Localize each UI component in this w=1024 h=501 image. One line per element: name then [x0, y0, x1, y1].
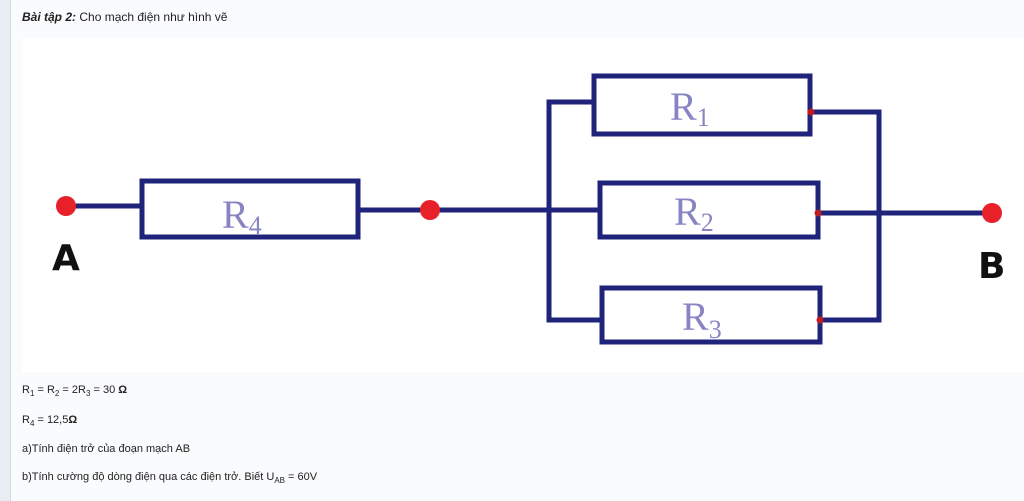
resistor-r1 — [591, 73, 813, 137]
r2-label: R2 — [674, 189, 714, 237]
circuit-diagram: A B R4 R1 R2 R3 — [52, 73, 1005, 345]
r4-label: R4 — [222, 192, 262, 240]
exercise-header: Bài tập 2: Cho mạch điện như hình vẽ — [22, 10, 227, 24]
question-b: b)Tính cường độ dòng điện qua các điện t… — [22, 471, 318, 486]
equation-r1-r2-r3: R1 = R2 = 2R3 = 30 Ω — [22, 384, 128, 399]
r1-label: R1 — [670, 84, 710, 132]
resistor-r4 — [139, 178, 361, 240]
circuit-figure: A B R4 R1 R2 R3 — [22, 38, 1024, 372]
node-b-label: B — [978, 246, 1005, 287]
equation-r4: R4 = 12,5Ω — [22, 414, 78, 429]
node-a-dot — [56, 196, 76, 216]
junction-dot-r2 — [814, 209, 822, 217]
node-a-label: A — [52, 238, 80, 279]
exercise-text: Cho mạch điện như hình vẽ — [76, 10, 228, 24]
junction-dot-r3 — [816, 316, 824, 324]
question-a: a)Tính điện trở của đoạn mạch AB — [22, 443, 191, 455]
node-middle-dot — [420, 200, 440, 220]
junction-dot-r1 — [807, 108, 815, 116]
r3-label: R3 — [682, 294, 722, 344]
resistor-r3 — [599, 285, 823, 345]
left-border — [0, 0, 11, 501]
node-b-dot — [982, 203, 1002, 223]
exercise-label: Bài tập 2: — [22, 10, 77, 24]
